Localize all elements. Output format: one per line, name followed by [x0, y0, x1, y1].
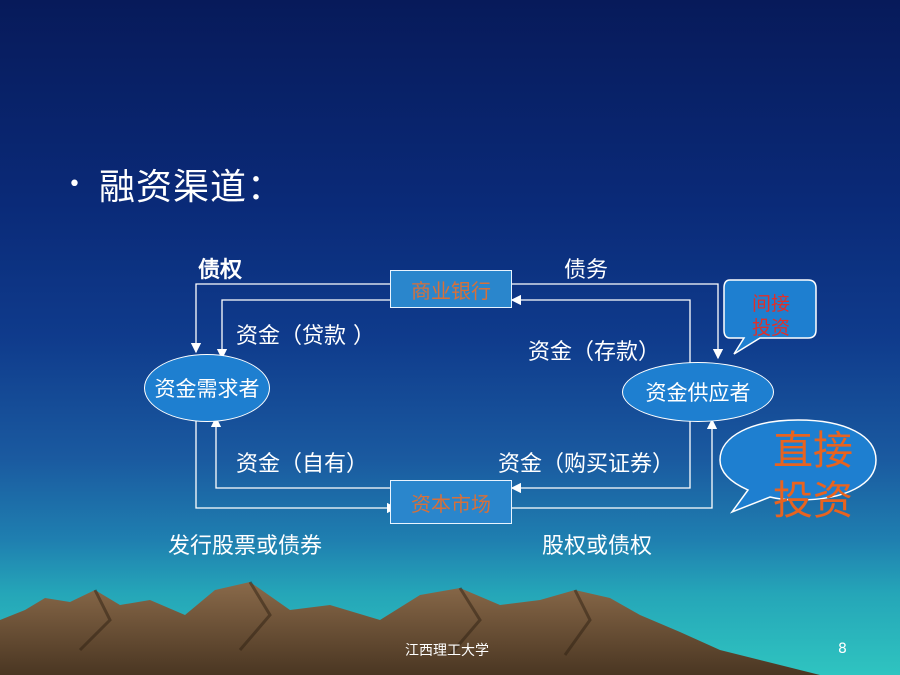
label-funds-own: 资金（自有）	[236, 452, 369, 477]
label-equity-or-debt: 股权或债权	[542, 534, 653, 559]
callout-indirect-line2: 投资	[751, 317, 790, 339]
connector-equity	[510, 418, 718, 509]
node-fund-demander: 资金需求者	[144, 354, 270, 422]
footer-page-number: 8	[838, 641, 847, 657]
connector-issue	[195, 420, 398, 514]
callout-direct-shape	[719, 419, 877, 514]
footer-university: 江西理工大学	[405, 643, 489, 659]
mountain-landscape	[0, 581, 820, 675]
bullet-dot: •	[68, 171, 81, 197]
label-debt: 债务	[564, 258, 609, 283]
connector-bank-to-demander-outer	[190, 283, 390, 354]
callout-indirect-shape	[723, 279, 817, 355]
label-funds-loan: 资金（贷款 ）	[236, 324, 375, 349]
label-creditor-rights: 债权	[198, 258, 243, 283]
connector-bank-to-supplier-outer	[510, 283, 724, 360]
callout-indirect-text: 间接 投资	[738, 292, 804, 340]
bullet-item: • 融资渠道：	[68, 158, 284, 210]
callout-indirect-line1: 间接	[751, 293, 790, 315]
callout-direct-text: 直接 投资	[758, 426, 868, 526]
node-capital-market: 资本市场	[390, 480, 512, 524]
label-funds-deposit: 资金（存款）	[528, 340, 661, 365]
connector-buy	[510, 420, 691, 494]
node-commercial-bank: 商业银行	[390, 270, 512, 308]
node-fund-supplier: 资金供应者	[622, 362, 774, 422]
connector-own	[210, 416, 390, 489]
label-funds-buy-securities: 资金（购买证券）	[498, 452, 675, 477]
label-issue-stock-bond: 发行股票或债券	[168, 534, 323, 559]
connector-loan	[216, 299, 390, 360]
callout-direct-line1: 直接	[773, 428, 853, 474]
connector-deposit	[510, 294, 691, 366]
callout-direct-line2: 投资	[773, 478, 853, 524]
bullet-title: 融资渠道：	[98, 167, 284, 208]
